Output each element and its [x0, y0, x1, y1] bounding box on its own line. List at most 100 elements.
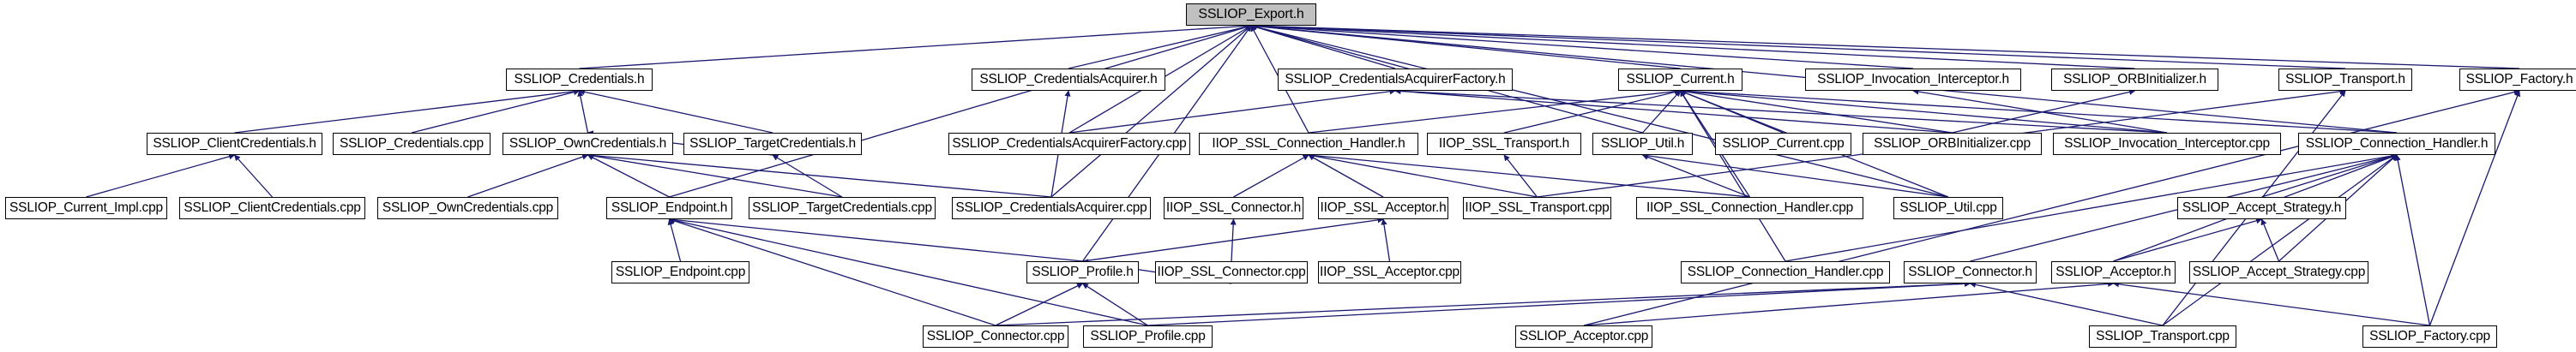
node-label: SSLIOP_CredentialsAcquirer.h — [979, 72, 1158, 87]
graph-edge — [2162, 154, 2398, 326]
node-label: SSLIOP_Acceptor.cpp — [1519, 329, 1649, 344]
node-label: SSLIOP_Export.h — [1198, 7, 1304, 21]
graph-node-ssliop-targetcredentials-cpp[interactable]: SSLIOP_TargetCredentials.cpp — [749, 197, 936, 219]
graph-node-ssliop-clientcredentials-cpp[interactable]: SSLIOP_ClientCredentials.cpp — [179, 197, 365, 219]
graph-edge — [668, 217, 1148, 326]
graph-node-ssliop-connection-handler-cpp[interactable]: SSLIOP_Connection_Handler.cpp — [1681, 261, 1890, 283]
node-label: SSLIOP_Connection_Handler.h — [2305, 136, 2489, 152]
graph-node-ssliop-invocation-interceptor-h[interactable]: SSLIOP_Invocation_Interceptor.h — [1805, 69, 2021, 91]
node-label: SSLIOP_Current_Impl.cpp — [9, 200, 163, 216]
graph-edge — [1641, 154, 1750, 198]
graph-edge — [234, 88, 581, 134]
node-label: SSLIOP_Factory.cpp — [2369, 329, 2490, 344]
graph-edge — [1679, 87, 2168, 134]
graph-node-iiop-ssl-connection-handler-cpp[interactable]: IIOP_SSL_Connection_Handler.cpp — [1636, 197, 1863, 219]
graph-edge — [2112, 281, 2430, 326]
graph-node-ssliop-invocation-interceptor-cpp[interactable]: SSLIOP_Invocation_Interceptor.cpp — [2053, 133, 2281, 155]
graph-edge — [2113, 218, 2263, 262]
graph-node-ssliop-owncredentials-h[interactable]: SSLIOP_OwnCredentials.h — [503, 133, 673, 155]
graph-node-ssliop-factory-cpp[interactable]: SSLIOP_Factory.cpp — [2362, 325, 2497, 348]
graph-node-ssliop-credentials-cpp[interactable]: SSLIOP_Credentials.cpp — [333, 133, 491, 155]
graph-edge — [2261, 153, 2398, 198]
graph-node-ssliop-profile-cpp[interactable]: SSLIOP_Profile.cpp — [1083, 325, 1213, 348]
graph-node-ssliop-transport-h[interactable]: SSLIOP_Transport.h — [2278, 69, 2412, 91]
node-label: SSLIOP_Transport.h — [2285, 72, 2405, 87]
node-label: SSLIOP_ClientCredentials.h — [153, 136, 316, 152]
graph-node-ssliop-endpoint-h[interactable]: SSLIOP_Endpoint.h — [606, 197, 732, 219]
graph-node-ssliop-targetcredentials-h[interactable]: SSLIOP_TargetCredentials.h — [683, 133, 862, 155]
graph-node-iiop-ssl-transport-h[interactable]: IIOP_SSL_Transport.h — [1427, 133, 1581, 155]
node-label: SSLIOP_Current.cpp — [1722, 136, 1845, 152]
graph-edge — [1082, 217, 1384, 262]
graph-node-iiop-ssl-acceptor-h[interactable]: IIOP_SSL_Acceptor.h — [1318, 197, 1448, 219]
graph-node-iiop-ssl-transport-cpp[interactable]: IIOP_SSL_Transport.cpp — [1463, 197, 1611, 219]
graph-edge — [1308, 154, 1384, 198]
graph-node-ssliop-credentialsacquirer-cpp[interactable]: SSLIOP_CredentialsAcquirer.cpp — [952, 197, 1151, 219]
graph-node-ssliop-connector-h[interactable]: SSLIOP_Connector.h — [1904, 261, 2037, 283]
graph-node-ssliop-orbinitializer-h[interactable]: SSLIOP_ORBInitializer.h — [2051, 69, 2218, 91]
graph-node-ssliop-orbinitializer-cpp[interactable]: SSLIOP_ORBInitializer.cpp — [1863, 133, 2042, 155]
graph-node-ssliop-endpoint-cpp[interactable]: SSLIOP_Endpoint.cpp — [611, 261, 749, 283]
graph-edge — [1250, 24, 1949, 198]
graph-node-ssliop-factory-h[interactable]: SSLIOP_Factory.h — [2459, 69, 2576, 91]
graph-edge — [1068, 23, 1252, 69]
graph-node-ssliop-transport-cpp[interactable]: SSLIOP_Transport.cpp — [2089, 325, 2236, 348]
graph-edge — [1583, 280, 2115, 326]
graph-node-ssliop-credentialsacquirerfactory-cpp[interactable]: SSLIOP_CredentialsAcquirerFactory.cpp — [948, 133, 1190, 155]
node-label: SSLIOP_Endpoint.h — [611, 200, 728, 216]
node-label: SSLIOP_Current.h — [1626, 72, 1735, 87]
graph-node-ssliop-credentialsacquirerfactory-h[interactable]: SSLIOP_CredentialsAcquirerFactory.h — [1278, 69, 1513, 91]
graph-node-ssliop-profile-h[interactable]: SSLIOP_Profile.h — [1026, 261, 1139, 283]
node-label: SSLIOP_ORBInitializer.h — [2063, 72, 2206, 87]
graph-edge — [1308, 152, 1538, 198]
graph-node-ssliop-util-h[interactable]: SSLIOP_Util.h — [1592, 133, 1693, 155]
graph-node-ssliop-connector-cpp[interactable]: SSLIOP_Connector.cpp — [923, 325, 1068, 348]
graph-node-ssliop-util-cpp[interactable]: SSLIOP_Util.cpp — [1893, 197, 2003, 219]
node-label: SSLIOP_Connector.h — [1908, 265, 2032, 280]
graph-edge — [1050, 25, 1252, 198]
node-label: SSLIOP_OwnCredentials.h — [509, 136, 667, 152]
node-label: IIOP_SSL_Transport.h — [1438, 136, 1570, 152]
graph-node-ssliop-clientcredentials-h[interactable]: SSLIOP_ClientCredentials.h — [147, 133, 322, 155]
graph-node-ssliop-acceptor-h[interactable]: SSLIOP_Acceptor.h — [2051, 261, 2176, 283]
graph-edge — [1250, 22, 2346, 69]
graph-edge — [1583, 89, 2520, 326]
graph-edge — [86, 153, 236, 198]
graph-edge — [1250, 22, 2520, 69]
node-label: SSLIOP_Connector.cpp — [926, 329, 1065, 344]
node-label: IIOP_SSL_Connection_Handler.cpp — [1646, 200, 1854, 216]
graph-edge — [1503, 154, 1538, 198]
graph-node-ssliop-export-h[interactable]: SSLIOP_Export.h — [1186, 3, 1316, 26]
node-label: SSLIOP_Profile.h — [1032, 265, 1134, 280]
graph-edge — [587, 152, 1052, 198]
graph-edge — [1952, 88, 2136, 134]
graph-edge — [1394, 87, 2168, 134]
node-label: SSLIOP_Factory.h — [2465, 72, 2573, 87]
graph-node-iiop-ssl-connection-handler-h[interactable]: IIOP_SSL_Connection_Handler.h — [1199, 133, 1418, 155]
graph-edge — [668, 217, 1083, 262]
graph-node-ssliop-current-h[interactable]: SSLIOP_Current.h — [1618, 69, 1742, 91]
graph-edge — [1250, 22, 1914, 69]
graph-edge — [2394, 154, 2431, 326]
graph-node-ssliop-connection-handler-h[interactable]: SSLIOP_Connection_Handler.h — [2298, 133, 2495, 155]
node-label: SSLIOP_ORBInitializer.cpp — [1874, 136, 2031, 152]
graph-node-iiop-ssl-connector-cpp[interactable]: IIOP_SSL_Connector.cpp — [1155, 261, 1308, 283]
graph-node-ssliop-credentialsacquirer-h[interactable]: SSLIOP_CredentialsAcquirer.h — [972, 69, 1165, 91]
graph-node-ssliop-accept-strategy-h[interactable]: SSLIOP_Accept_Strategy.h — [2177, 197, 2346, 219]
node-label: IIOP_SSL_Transport.cpp — [1465, 200, 1610, 216]
graph-node-ssliop-current-impl-cpp[interactable]: SSLIOP_Current_Impl.cpp — [5, 197, 167, 219]
graph-node-ssliop-owncredentials-cpp[interactable]: SSLIOP_OwnCredentials.cpp — [377, 197, 558, 219]
graph-edge — [1679, 90, 1786, 262]
graph-node-iiop-ssl-acceptor-cpp[interactable]: IIOP_SSL_Acceptor.cpp — [1318, 261, 1461, 283]
graph-node-ssliop-current-cpp[interactable]: SSLIOP_Current.cpp — [1715, 133, 1851, 155]
graph-edge — [1912, 88, 2168, 134]
graph-edge — [1641, 152, 1949, 198]
node-label: IIOP_SSL_Connector.cpp — [1157, 265, 1306, 280]
graph-node-iiop-ssl-connector-h[interactable]: IIOP_SSL_Connector.h — [1164, 197, 1303, 219]
graph-node-ssliop-credentials-h[interactable]: SSLIOP_Credentials.h — [506, 69, 653, 91]
graph-node-ssliop-acceptor-cpp[interactable]: SSLIOP_Acceptor.cpp — [1515, 325, 1652, 348]
graph-edge — [411, 89, 581, 134]
node-label: SSLIOP_Profile.cpp — [1090, 329, 1206, 344]
graph-edge — [995, 283, 1084, 326]
graph-node-ssliop-accept-strategy-cpp[interactable]: SSLIOP_Accept_Strategy.cpp — [2189, 261, 2368, 283]
